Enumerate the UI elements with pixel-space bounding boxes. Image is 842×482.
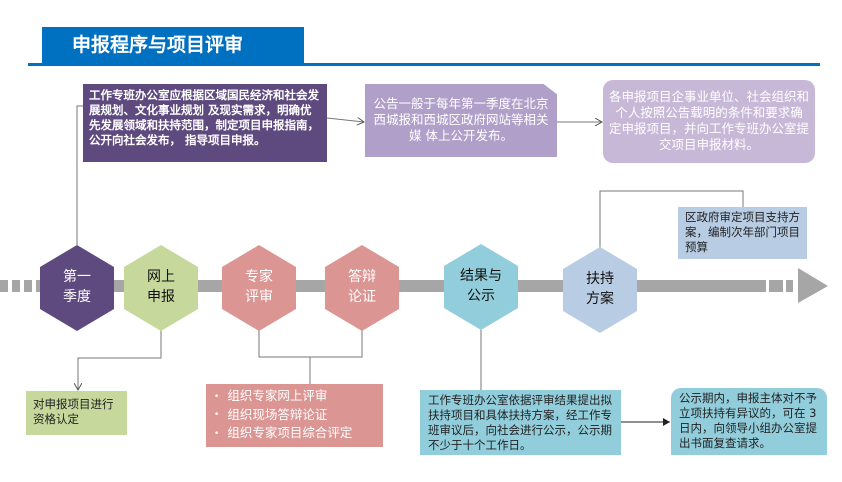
step-label: 网上申报 xyxy=(124,267,198,307)
step-label-line: 第一 xyxy=(63,269,91,285)
step-hexagons xyxy=(40,244,637,333)
note-guide: 工作专班办公室应根据区域国民经济和社会发展规划、文化事业规划 及现实需求，明确优… xyxy=(83,84,327,162)
step-label-line: 公示 xyxy=(467,288,495,304)
note-announce: 公告一般于每年第一季度在北京西城报和西城区政府网站等相关媒 体上公开发布。 xyxy=(365,84,557,157)
step-label: 扶持方案 xyxy=(563,269,637,309)
step-label-line: 扶持 xyxy=(586,271,614,287)
title-rule xyxy=(28,63,820,66)
step-label-line: 网上 xyxy=(147,269,175,285)
step-label-line: 答辩 xyxy=(348,269,376,285)
step-label: 结果与公示 xyxy=(444,266,518,306)
step-hexagon xyxy=(563,247,637,333)
step-hexagon xyxy=(222,245,296,331)
step-hexagon xyxy=(325,245,399,331)
step-label-line: 评审 xyxy=(245,289,273,305)
step-label-line: 结果与 xyxy=(460,268,502,284)
page-title: 申报程序与项目评审 xyxy=(42,27,304,64)
note-objection: 公示期内，申报主体对不予立项扶持有异议的，可在 3 日内，向领导小组办公室提出书… xyxy=(671,388,827,455)
step-label: 第一季度 xyxy=(40,267,114,307)
note-apply: 各申报项目企事业单位、社会组织和个人按照公告载明的条件和要求确 定申报项目，并向… xyxy=(603,80,815,163)
note-qualify: 对申报项目进行资格认定 xyxy=(26,391,127,435)
step-hexagon xyxy=(444,244,518,330)
review-item: 组织专家网上评审 xyxy=(214,387,375,406)
review-item: 组织现场答辩论证 xyxy=(214,406,375,425)
step-label: 专家评审 xyxy=(222,267,296,307)
note-budget: 区政府审定项目支持方案，编制次年部门项目预算 xyxy=(678,207,807,259)
timeline-arrow-head xyxy=(798,268,828,303)
note-review-list: 组织专家网上评审 组织现场答辩论证 组织专家项目综合评定 xyxy=(206,384,383,447)
review-item: 组织专家项目综合评定 xyxy=(214,424,375,443)
step-label: 答辩论证 xyxy=(325,267,399,307)
step-label-line: 方案 xyxy=(586,291,614,307)
step-label-line: 季度 xyxy=(63,289,91,305)
step-label-line: 专家 xyxy=(245,269,273,285)
step-label-line: 申报 xyxy=(147,289,175,305)
step-hexagon xyxy=(124,245,198,331)
step-hexagon xyxy=(40,245,114,331)
note-publicize: 工作专班办公室依据评审结果提出拟扶持项目和具体扶持方案，经工作专班审议后，向社会… xyxy=(420,390,621,455)
step-label-line: 论证 xyxy=(348,289,376,305)
